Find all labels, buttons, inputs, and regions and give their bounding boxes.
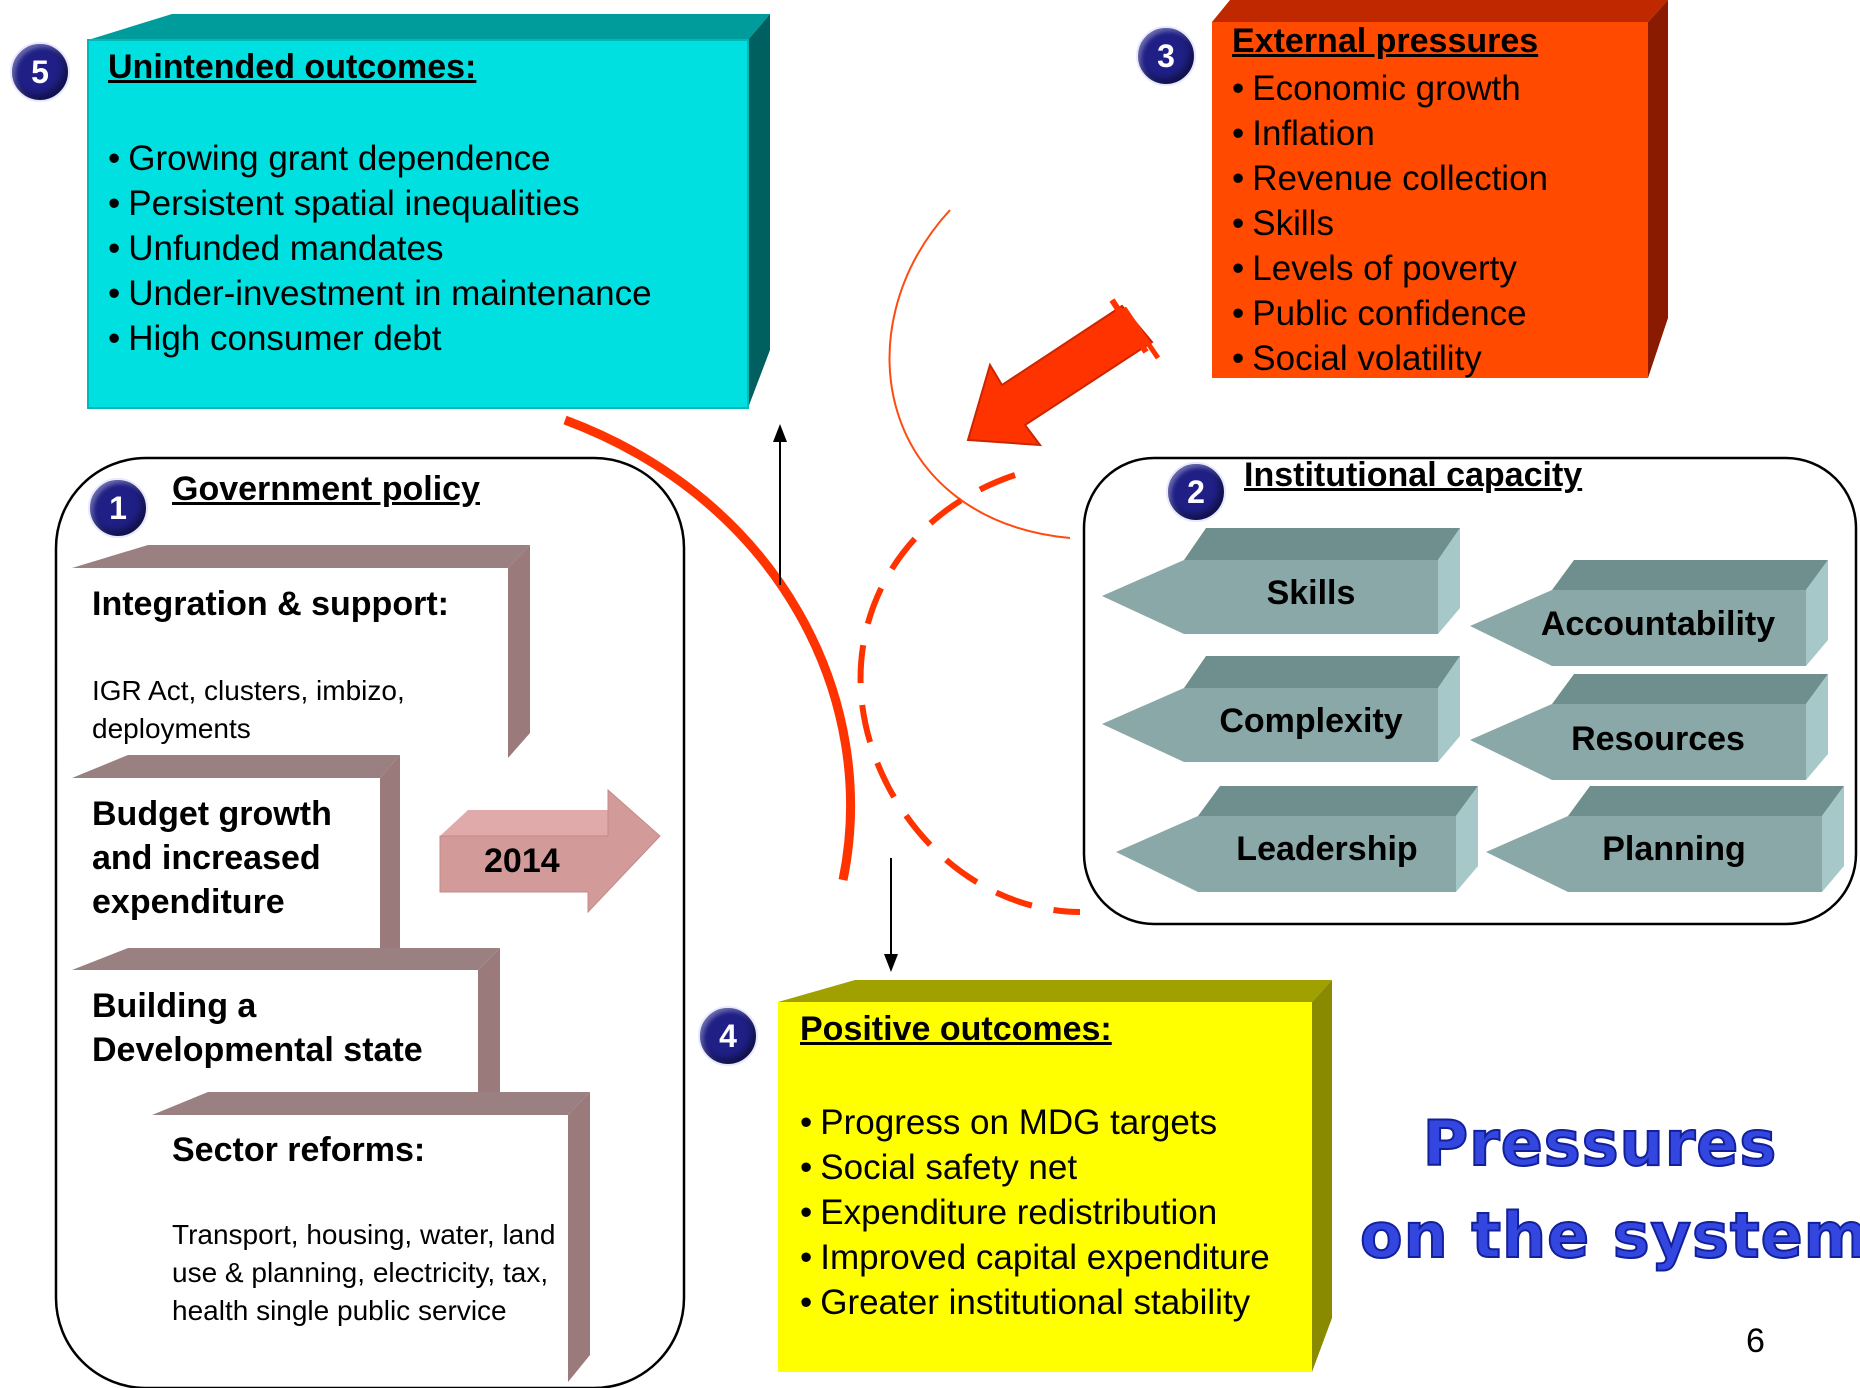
dashed-arc	[857, 472, 1081, 915]
down-arrow	[884, 858, 898, 972]
heading-line-2: on the system	[1359, 1198, 1860, 1273]
list-item: Economic growth	[1232, 66, 1548, 111]
list-item: Persistent spatial inequalities	[108, 181, 652, 226]
list-item: Social safety net	[800, 1145, 1270, 1190]
list-item: Social volatility	[1232, 336, 1548, 381]
prism-complexity-label: Complexity	[1219, 702, 1403, 740]
step-3-badge: 3	[1136, 26, 1196, 86]
list-item: Growing grant dependence	[108, 136, 652, 181]
step-5-badge: 5	[10, 42, 70, 102]
sector-reforms-title: Sector reforms:	[172, 1131, 426, 1169]
year-arrow	[439, 788, 661, 914]
prism-resources-label: Resources	[1571, 720, 1745, 758]
pressure-arrow	[966, 298, 1161, 447]
list-item: Progress on MDG targets	[800, 1100, 1270, 1145]
up-arrow	[773, 424, 787, 585]
list-item: Under-investment in maintenance	[108, 271, 651, 316]
list-item: Greater institutional stability	[800, 1280, 1270, 1325]
list-item: Inflation	[1232, 111, 1548, 156]
step-1-badge: 1	[88, 478, 148, 538]
prism-accountability-label: Accountability	[1540, 605, 1776, 643]
list-item: Public confidence	[1232, 291, 1548, 336]
thick-arc	[563, 415, 855, 881]
step-4-badge: 4	[698, 1006, 758, 1066]
list-item: High consumer debt	[108, 316, 652, 361]
list-item: Unfunded mandates	[108, 226, 652, 271]
prism-planning-label: Planning	[1602, 830, 1746, 868]
budget-growth-text: Budget growth and increased expenditure	[92, 795, 332, 921]
capacity-prisms	[1102, 528, 1844, 892]
list-item: Revenue collection	[1232, 156, 1548, 201]
heading-line-1: Pressures	[1422, 1106, 1778, 1181]
positive-outcomes-title: Positive outcomes:	[800, 1010, 1112, 1048]
positive-outcomes-list: Progress on MDG targets Social safety ne…	[800, 1100, 1270, 1325]
step-2-badge: 2	[1166, 462, 1226, 522]
government-policy-title: Government policy	[172, 470, 480, 508]
institutional-capacity-panel	[1082, 456, 1858, 926]
integration-support-title: Integration & support:	[92, 585, 449, 623]
institutional-capacity-title: Institutional capacity	[1244, 456, 1583, 494]
list-item: Improved capital expenditure	[800, 1235, 1269, 1280]
integration-support-text: IGR Act, clusters, imbizo, deployments	[92, 675, 405, 744]
list-item: Expenditure redistribution	[800, 1190, 1270, 1235]
unintended-outcomes-list: Growing grant dependence Persistent spat…	[108, 136, 652, 361]
prism-leadership-label: Leadership	[1236, 830, 1418, 868]
list-item: Levels of poverty	[1232, 246, 1548, 291]
unintended-outcomes-title: Unintended outcomes:	[108, 48, 477, 86]
sector-reforms-text: Transport, housing, water, land use & pl…	[172, 1219, 556, 1326]
external-pressures-list: Economic growth Inflation Revenue collec…	[1232, 66, 1548, 381]
government-policy-panel	[54, 456, 686, 1388]
developmental-state-text: Building a Developmental state	[92, 987, 423, 1069]
prism-skills-label: Skills	[1266, 574, 1356, 612]
pressures-heading: Pressures on the system	[1359, 1098, 1860, 1282]
list-item: Skills	[1232, 201, 1548, 246]
external-pressures-title: External pressures	[1232, 22, 1539, 60]
page-number: 6	[1746, 1322, 1765, 1360]
year-label: 2014	[484, 842, 560, 880]
thin-arc	[888, 209, 1071, 539]
policy-staircase	[72, 545, 590, 1382]
